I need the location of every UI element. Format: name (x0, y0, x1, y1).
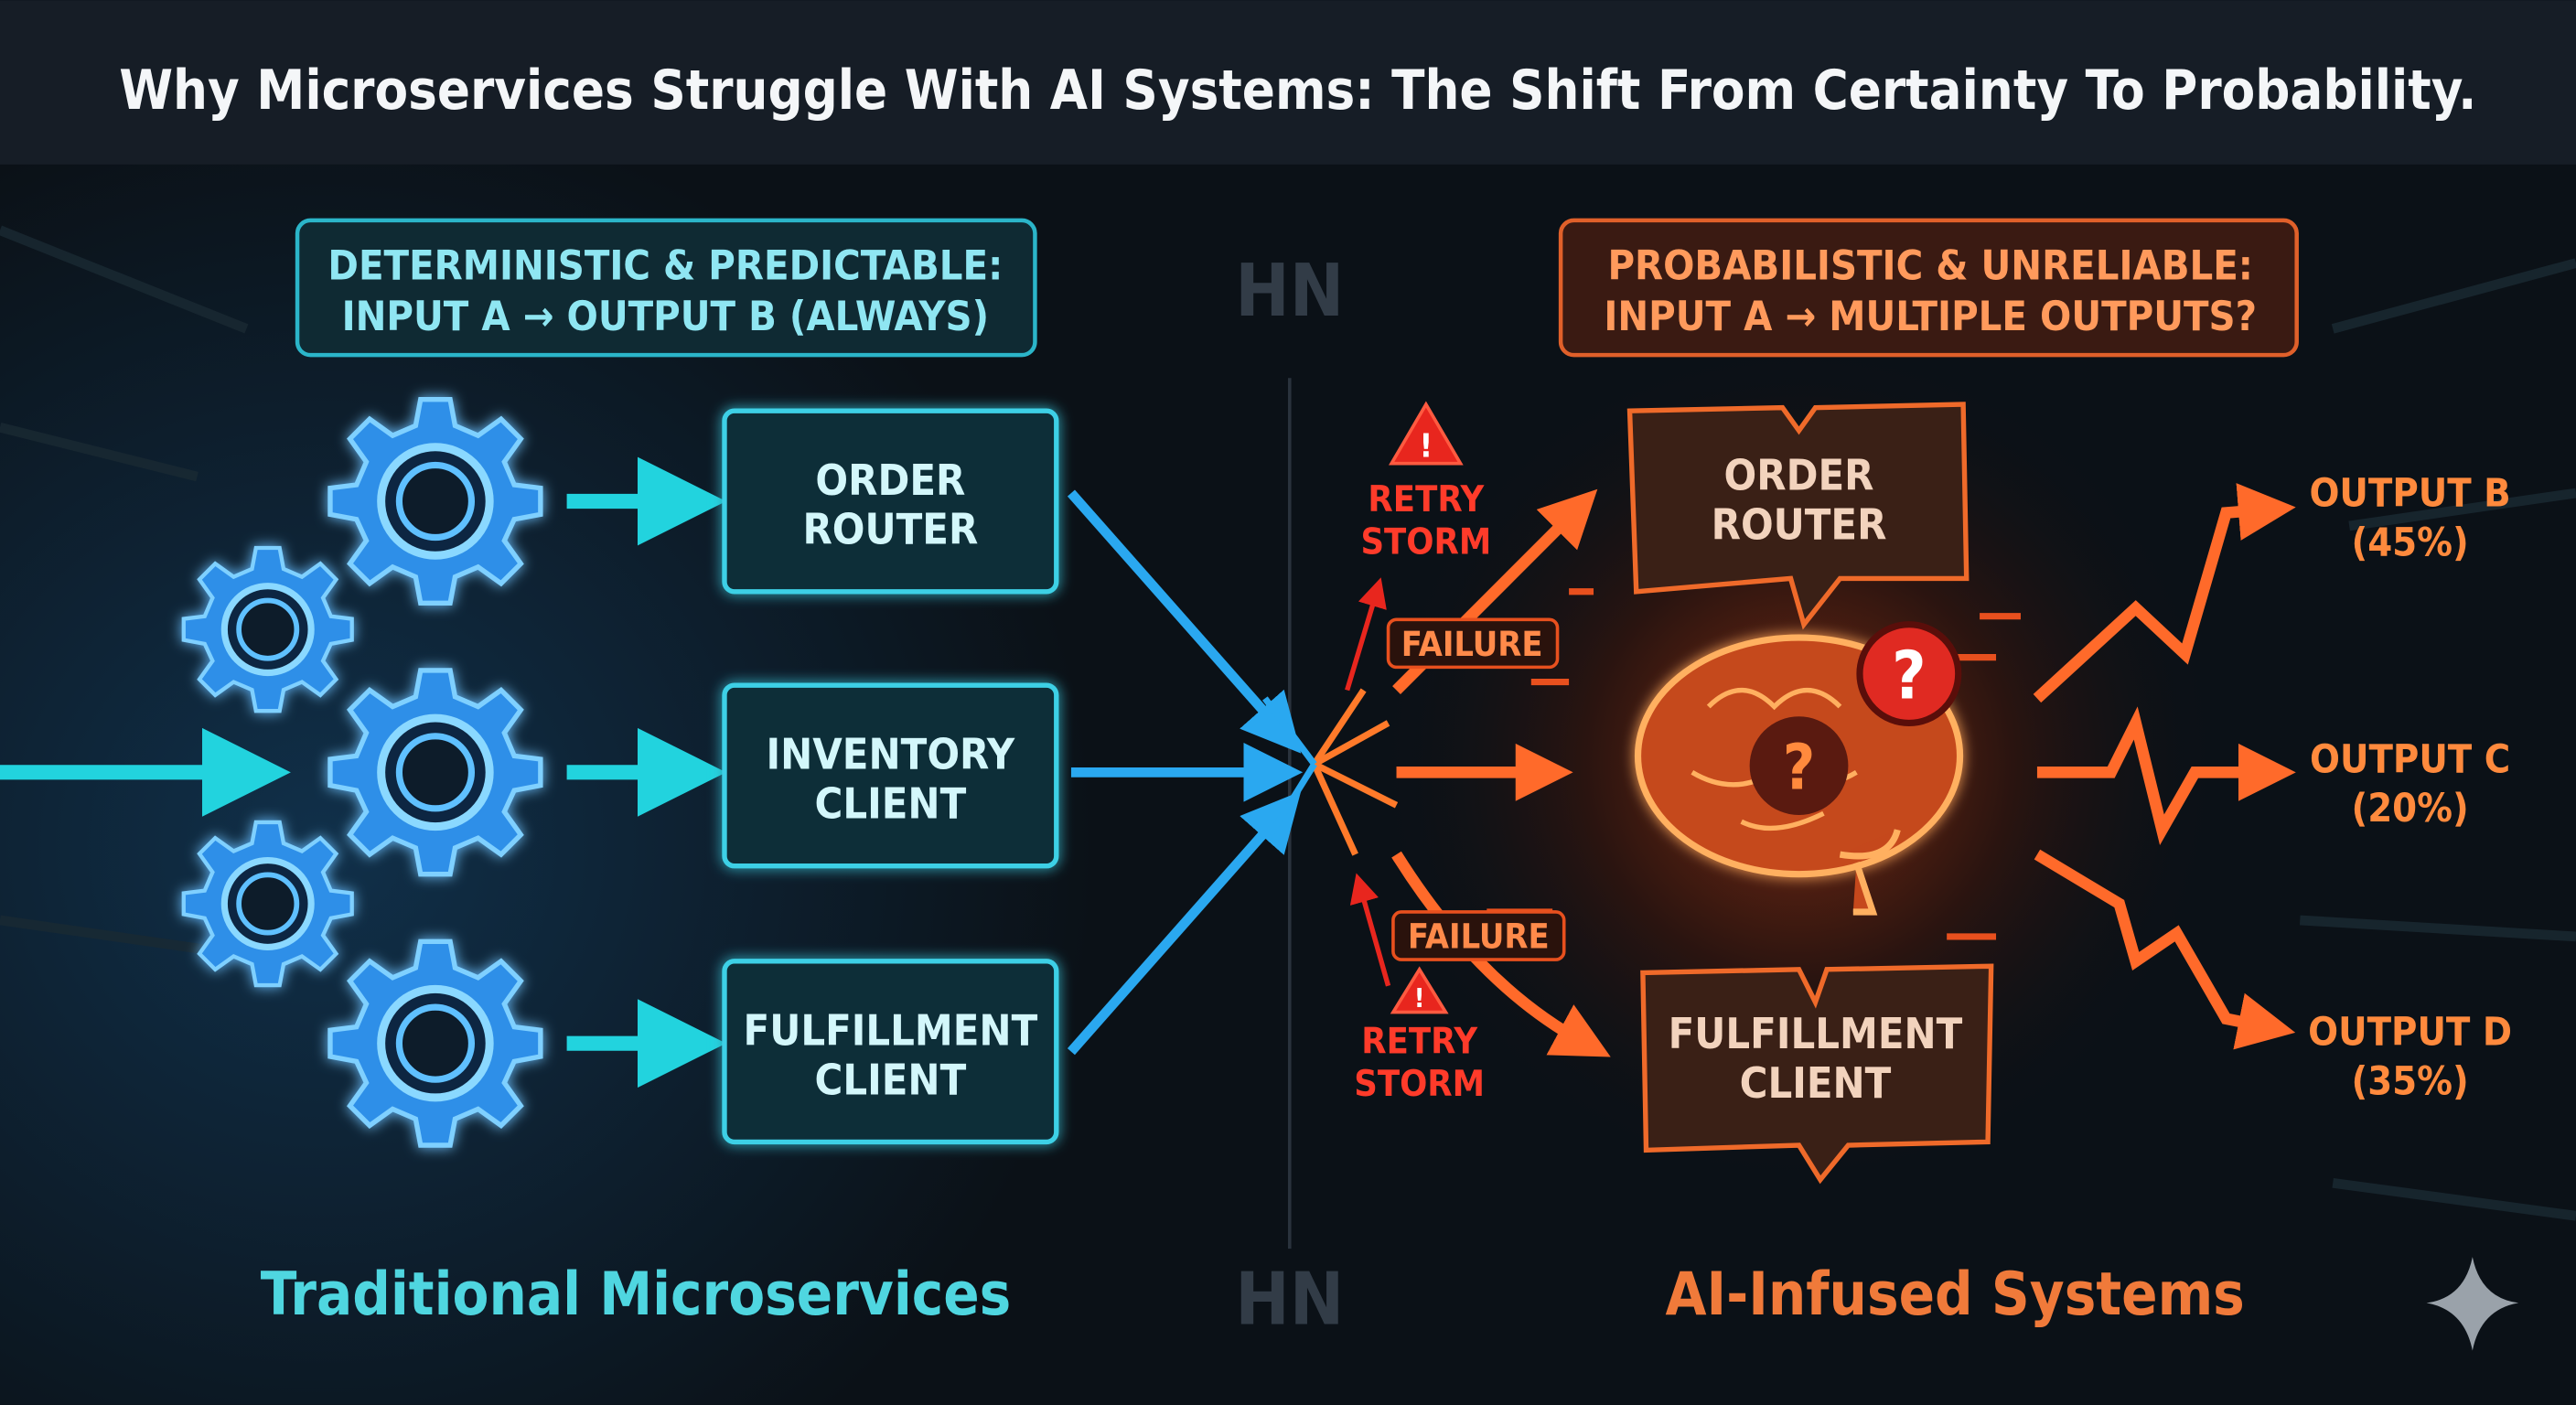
right-header-line1: PROBABILISTIC & UNRELIABLE: (1607, 241, 2253, 290)
left-service-fulfillment-client: FULFILLMENT CLIENT (722, 959, 1059, 1145)
title-bar (0, 0, 2576, 165)
right-header-line2: INPUT A → MULTIPLE OUTPUTS? (1604, 292, 2257, 340)
exclamation-glyph: ! (1419, 428, 1433, 466)
left-header-line2: INPUT A → OUTPUT B (ALWAYS) (342, 292, 989, 340)
warning-triangle-icon (1389, 401, 1464, 466)
output-label: OUTPUT D (2308, 1009, 2512, 1055)
right-footer-title: AI-Infused Systems (1665, 1260, 2244, 1329)
brain-icon: ? ? (1634, 621, 1964, 916)
service-label: INVENTORY (767, 731, 1015, 780)
service-label: CLIENT (1740, 1059, 1892, 1109)
gear-icon (330, 941, 541, 1145)
warning-label: STORM (1354, 1063, 1485, 1105)
warning-triangle-icon (1390, 966, 1449, 1014)
left-footer-title: Traditional Microservices (261, 1260, 1012, 1329)
page-title: Why Microservices Struggle With AI Syste… (119, 59, 2476, 122)
watermark-top: HN (1235, 249, 1344, 333)
question-glyph: ? (1892, 638, 1927, 714)
output-percent: (20%) (2351, 786, 2468, 831)
left-header-box: DETERMINISTIC & PREDICTABLE: INPUT A → O… (295, 218, 1037, 358)
left-arrows (0, 456, 726, 1089)
warning-label: STORM (1360, 520, 1491, 563)
right-service-order-router: ORDER ROUTER (1626, 402, 1970, 630)
service-label: FULFILLMENT (1669, 1010, 1963, 1059)
output-b: OUTPUT B (45%) (2309, 470, 2510, 565)
background-code-lines (0, 225, 2576, 1221)
question-mark-icon (1856, 621, 1962, 727)
right-service-fulfillment-client: FULFILLMENT CLIENT (1640, 963, 1994, 1185)
sparkle-icon (2426, 1257, 2519, 1351)
output-percent: (35%) (2351, 1058, 2468, 1104)
warning-top: ! RETRY STORM (1360, 401, 1491, 563)
gear-icon (330, 400, 541, 604)
left-service-inventory-client: INVENTORY CLIENT (722, 682, 1059, 869)
watermark-bottom: HN (1235, 1258, 1344, 1342)
left-header-line1: DETERMINISTIC & PREDICTABLE: (327, 241, 1003, 290)
failure-badge-top: FAILURE (1386, 617, 1560, 670)
converging-arrows (1067, 489, 1304, 1056)
warning-label: RETRY (1368, 478, 1485, 520)
output-d: OUTPUT D (35%) (2308, 1009, 2512, 1104)
left-service-order-router: ORDER ROUTER (722, 408, 1059, 595)
gear-icon (330, 670, 541, 874)
output-percent: (45%) (2351, 520, 2468, 565)
output-arrows (2033, 483, 2296, 1050)
warning-bottom: ! RETRY STORM (1354, 966, 1485, 1105)
question-mark-icon (1749, 716, 1849, 816)
shatter-burst (1261, 688, 1399, 856)
right-header-box: PROBABILISTIC & UNRELIABLE: INPUT A → MU… (1558, 218, 2299, 358)
failure-label: FAILURE (1401, 624, 1543, 664)
failure-label: FAILURE (1408, 916, 1550, 956)
service-label: FULFILLMENT (744, 1006, 1038, 1056)
failure-badge-bottom: FAILURE (1391, 910, 1566, 961)
exclamation-glyph: ! (1414, 982, 1425, 1014)
service-label: CLIENT (815, 780, 967, 830)
retry-arrows (1345, 577, 1391, 987)
service-label: ROUTER (1712, 500, 1887, 550)
output-label: OUTPUT B (2309, 470, 2510, 516)
question-glyph: ? (1783, 732, 1816, 804)
output-label: OUTPUT C (2310, 736, 2510, 782)
output-c: OUTPUT C (20%) (2310, 736, 2510, 831)
service-label: ROUTER (802, 506, 978, 555)
gear-icon (184, 548, 352, 711)
service-label: ORDER (1724, 451, 1874, 500)
service-label: CLIENT (815, 1056, 967, 1105)
gear-icon (184, 822, 352, 985)
service-label: ORDER (815, 456, 965, 506)
warning-label: RETRY (1361, 1020, 1478, 1062)
